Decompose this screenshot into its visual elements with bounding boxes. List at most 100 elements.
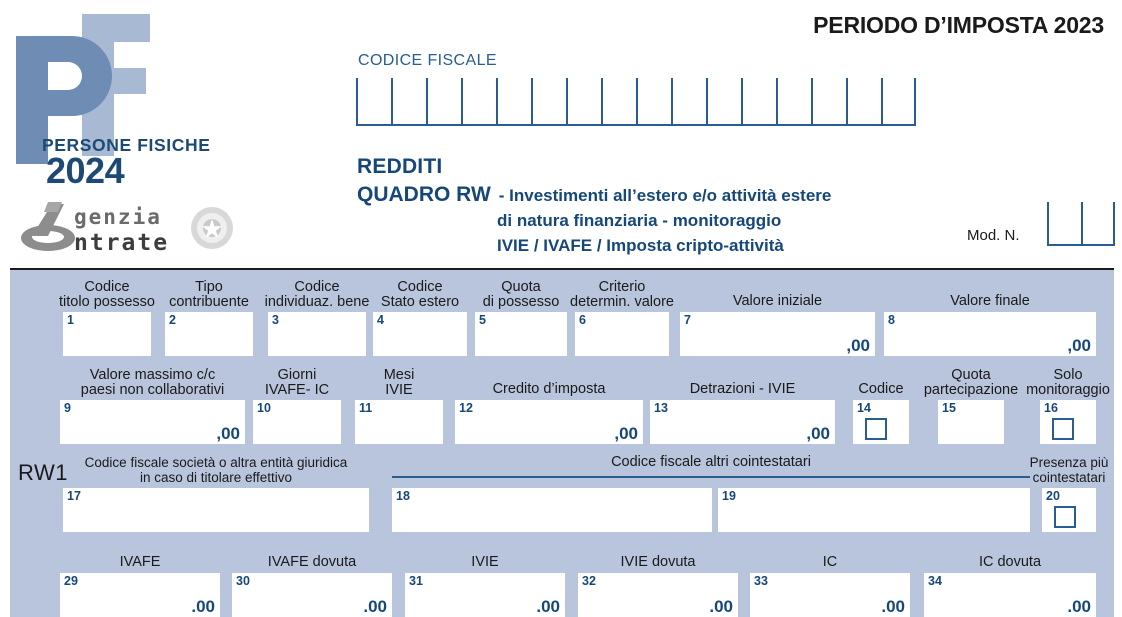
form-field-3[interactable]: 3 (268, 312, 366, 356)
form-field-20[interactable]: 20 (1042, 488, 1096, 532)
field-number-10: 10 (257, 401, 271, 415)
field-label-13: Detrazioni - IVIE (689, 381, 796, 397)
checkbox-20[interactable] (1054, 506, 1076, 528)
codice-fiscale-cell[interactable] (846, 78, 881, 124)
form-field-13[interactable]: 13,00 (650, 400, 835, 444)
field-decimal-suffix: ,00 (1067, 336, 1091, 355)
field-label-33: IC (822, 554, 838, 570)
codice-fiscale-cell[interactable] (356, 78, 391, 124)
codice-fiscale-cell[interactable] (811, 78, 846, 124)
field-decimal-suffix: .00 (363, 597, 387, 616)
form-field-33[interactable]: 33.00 (750, 573, 910, 617)
field-number-31: 31 (409, 574, 423, 588)
form-field-4[interactable]: 4 (373, 312, 467, 356)
field-number-20: 20 (1046, 489, 1060, 503)
field-number-11: 11 (359, 401, 373, 415)
codice-fiscale-cell[interactable] (531, 78, 566, 124)
codice-fiscale-cell[interactable] (741, 78, 776, 124)
field-number-6: 6 (579, 313, 586, 327)
field-number-19: 19 (722, 489, 736, 503)
quadro-desc-line1: - Investimenti all’estero e/o attività e… (498, 186, 832, 205)
field-number-7: 7 (684, 313, 691, 327)
form-field-8[interactable]: 8,00 (884, 312, 1096, 356)
field-number-14: 14 (857, 401, 871, 415)
form-field-1[interactable]: 1 (63, 312, 151, 356)
form-field-32[interactable]: 32.00 (578, 573, 738, 617)
codice-fiscale-cell[interactable] (706, 78, 741, 124)
field-number-18: 18 (396, 489, 410, 503)
form-field-11[interactable]: 11 (355, 400, 443, 444)
field-decimal-suffix: .00 (1067, 597, 1091, 616)
mod-n-cell[interactable] (1047, 202, 1081, 244)
form-field-15[interactable]: 15 (938, 400, 1004, 444)
codice-fiscale-cell[interactable] (566, 78, 601, 124)
agenzia-entrate-logo: genzia ntrate (18, 196, 248, 258)
form-field-19[interactable]: 19 (718, 488, 1030, 532)
form-field-29[interactable]: 29.00 (60, 573, 220, 617)
field-label-12: Credito d’imposta (492, 381, 606, 397)
field-number-34: 34 (928, 574, 942, 588)
form-field-31[interactable]: 31.00 (405, 573, 565, 617)
field-number-2: 2 (169, 313, 176, 327)
field-number-13: 13 (654, 401, 668, 415)
codice-fiscale-label: CODICE FISCALE (358, 52, 497, 69)
form-field-10[interactable]: 10 (253, 400, 341, 444)
form-field-17[interactable]: 17 (63, 488, 369, 532)
field-label-32: IVIE dovuta (620, 554, 696, 570)
persone-fisiche-text: PERSONE FISICHE (42, 135, 211, 155)
form-field-7[interactable]: 7,00 (680, 312, 875, 356)
quadro-desc-line3: IVIE / IVAFE / Imposta cripto-attività (497, 236, 784, 255)
cointestatari-rule (392, 476, 1030, 478)
redditi-title: REDDITI (357, 155, 443, 178)
checkbox-14[interactable] (865, 418, 887, 440)
form-field-34[interactable]: 34.00 (924, 573, 1096, 617)
codice-fiscale-cell[interactable] (601, 78, 636, 124)
quadro-desc-line2: di natura finanziaria - monitoraggio (497, 211, 782, 230)
quadro-rw-title: QUADRO RW (357, 183, 491, 206)
field-decimal-suffix: ,00 (614, 424, 638, 443)
cointestatari-label: Codice fiscale altri cointestatari (611, 454, 811, 470)
mod-n-input[interactable] (1047, 202, 1115, 246)
field-number-32: 32 (582, 574, 596, 588)
codice-fiscale-cell[interactable] (461, 78, 496, 124)
field-decimal-suffix: ,00 (216, 424, 240, 443)
field-number-8: 8 (888, 313, 895, 327)
codice-fiscale-cell[interactable] (391, 78, 426, 124)
codice-fiscale-cell[interactable] (426, 78, 461, 124)
pf-logo-icon (10, 6, 170, 166)
form-field-14[interactable]: 14 (853, 400, 909, 444)
field-decimal-suffix: ,00 (806, 424, 830, 443)
field-label-7: Valore iniziale (732, 293, 823, 309)
mod-n-cell[interactable] (1081, 202, 1115, 244)
field-decimal-suffix: .00 (536, 597, 560, 616)
svg-text:genzia: genzia (74, 205, 162, 229)
form-field-30[interactable]: 30.00 (232, 573, 392, 617)
form-field-6[interactable]: 6 (575, 312, 669, 356)
codice-fiscale-input[interactable] (356, 78, 916, 126)
form-field-5[interactable]: 5 (475, 312, 567, 356)
field-number-5: 5 (479, 313, 486, 327)
form-field-9[interactable]: 9,00 (60, 400, 245, 444)
codice-fiscale-cell[interactable] (636, 78, 671, 124)
form-field-2[interactable]: 2 (165, 312, 253, 356)
form-field-12[interactable]: 12,00 (455, 400, 643, 444)
codice-fiscale-cell[interactable] (776, 78, 811, 124)
codice-fiscale-cell[interactable] (881, 78, 916, 124)
codice-fiscale-cell[interactable] (671, 78, 706, 124)
checkbox-16[interactable] (1052, 418, 1074, 440)
codice-fiscale-cell[interactable] (496, 78, 531, 124)
field-number-12: 12 (459, 401, 473, 415)
field-decimal-suffix: .00 (191, 597, 215, 616)
form-field-16[interactable]: 16 (1040, 400, 1096, 444)
form-field-18[interactable]: 18 (392, 488, 712, 532)
field-label-34: IC dovuta (978, 554, 1042, 570)
